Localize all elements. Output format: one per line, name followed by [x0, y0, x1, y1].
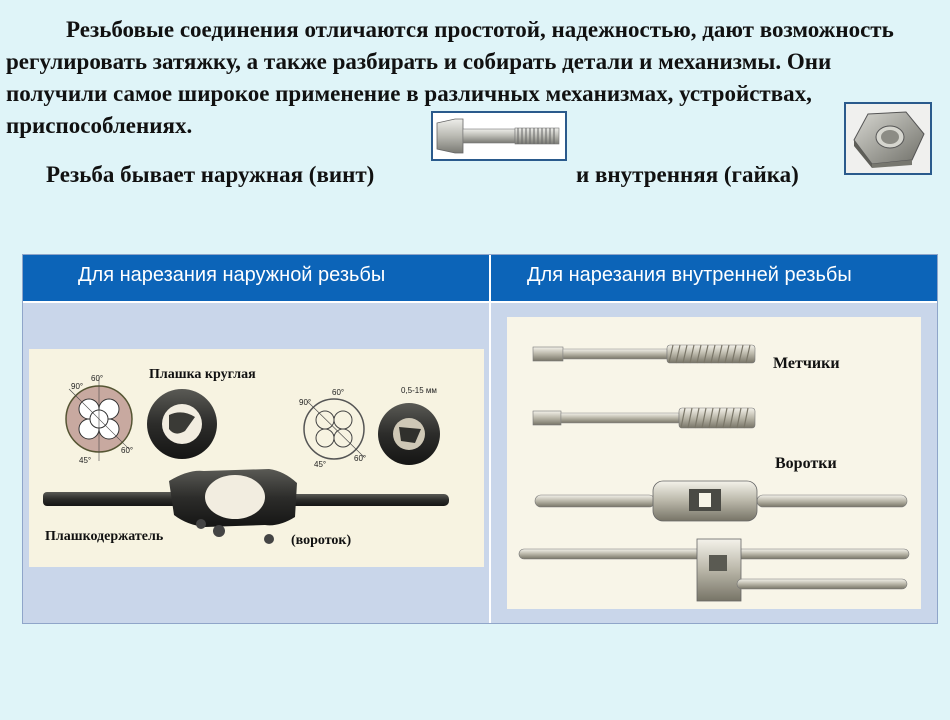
dim-90-a: 90° [71, 382, 83, 391]
header-internal: Для нарезания внутренней резьбы [491, 255, 937, 301]
dim-60-d: 60° [354, 454, 366, 463]
die-tools-illustration: 90° 60° 45° 60° 90° 60° 45° 60° 0,5-15 м… [43, 374, 449, 544]
cell-internal: Метчики Воротки [491, 303, 937, 623]
dim-60-b: 60° [121, 446, 133, 455]
dim-size: 0,5-15 мм [401, 386, 437, 395]
die-holder-label: Плашкодержатель [45, 529, 164, 544]
dim-60-c: 60° [332, 388, 344, 397]
dim-90-b: 90° [299, 398, 311, 407]
nut-icon [853, 111, 925, 168]
dim-60-a: 60° [91, 374, 103, 383]
cell-external: 90° 60° 45° 60° 90° 60° 45° 60° 0,5-15 м… [23, 303, 489, 623]
nut-image [844, 102, 932, 175]
taps-label: Метчики [773, 355, 840, 372]
internal-thread-label: и внутренняя (гайка) [576, 162, 799, 187]
tap-wrenches-label: Воротки [775, 455, 837, 472]
tap-tools-illustration [518, 344, 910, 602]
header-external: Для нарезания наружной резьбы [23, 255, 489, 301]
bolt-icon [436, 118, 560, 154]
bolt-image [431, 111, 567, 161]
external-thread-label: Резьба бывает наружная (винт) [46, 162, 375, 187]
intro-paragraph: Резьбовые соединения отличаются простото… [6, 17, 894, 138]
die-tools-photo: 90° 60° 45° 60° 90° 60° 45° 60° 0,5-15 м… [29, 349, 484, 567]
dim-45-a: 45° [79, 456, 91, 465]
dim-45-b: 45° [314, 460, 326, 469]
wrench-label: (вороток) [291, 533, 352, 548]
tools-table: Для нарезания наружной резьбы Для нареза… [22, 254, 938, 624]
round-die-label: Плашка круглая [149, 367, 256, 382]
tap-tools-photo: Метчики Воротки [507, 317, 921, 609]
